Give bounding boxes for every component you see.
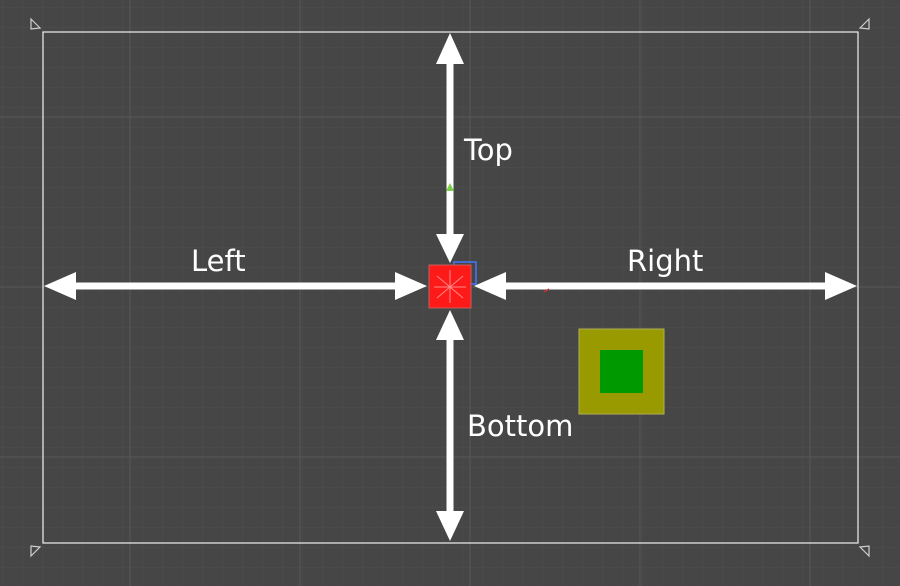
triangle-handle-icon[interactable] [30, 545, 42, 558]
bottom-arrow-head-up [436, 310, 464, 340]
frame-handles [30, 17, 870, 558]
top-arrow-head-down [436, 234, 464, 263]
gizmo-green-tick [446, 183, 454, 191]
right-arrow-head-right [825, 272, 857, 300]
inner-green-square[interactable] [600, 350, 643, 393]
left-arrow-head-left [44, 272, 76, 300]
top-arrow-head-up [436, 33, 464, 64]
gizmo-red-tick [543, 288, 550, 293]
pivot-square-icon[interactable] [428, 264, 472, 309]
top-label: Top [463, 133, 513, 167]
triangle-handle-icon[interactable] [858, 545, 870, 558]
arrows [44, 33, 857, 541]
left-label: Left [191, 244, 246, 278]
left-arrow-head-right [395, 272, 427, 300]
triangle-handle-icon[interactable] [30, 17, 42, 30]
right-arrow-head-left [474, 272, 506, 300]
bottom-label: Bottom [467, 409, 573, 443]
frame-rect [42, 31, 859, 544]
right-label: Right [627, 244, 703, 278]
triangle-handle-icon[interactable] [858, 17, 870, 30]
bottom-arrow-head-down [436, 511, 464, 541]
